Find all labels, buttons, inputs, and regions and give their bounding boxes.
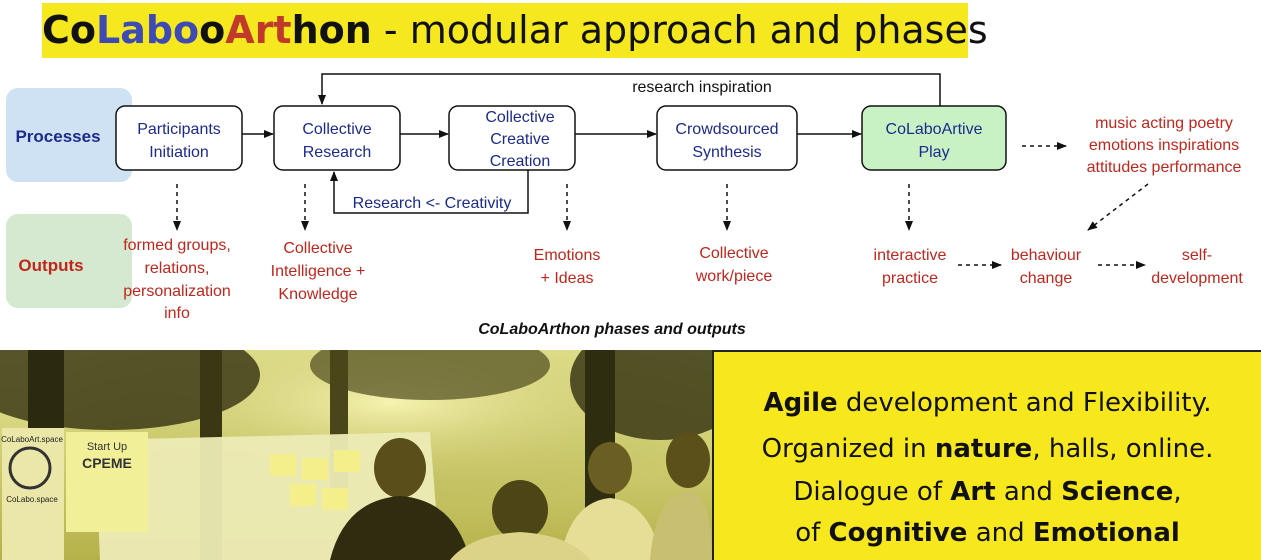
process-box-crowdsourced-synthesis bbox=[656, 105, 798, 171]
panel-agile: Agile bbox=[763, 388, 838, 418]
panel-line-4: of Cognitive and Emotional bbox=[714, 518, 1261, 548]
output-1-line2: relations, bbox=[145, 260, 210, 277]
process-box-colaboartive-play bbox=[861, 105, 1007, 171]
panel-line-1: Agile development and Flexibility. bbox=[714, 388, 1261, 418]
panel-emotional: Emotional bbox=[1032, 518, 1180, 548]
output-3-line2: + Ideas bbox=[541, 270, 594, 287]
panel-cognitive: Cognitive bbox=[828, 518, 968, 548]
output-4-line2: work/piece bbox=[695, 268, 773, 285]
page-title: CoLabooArthon - modular approach and pha… bbox=[42, 3, 988, 58]
sticky-note-2 bbox=[302, 458, 328, 480]
panel-art: Art bbox=[950, 477, 996, 507]
poster-logo-text-bottom: CoLabo.space bbox=[6, 495, 58, 504]
feedback-bottom-label: Research <- Creativity bbox=[353, 195, 512, 212]
workshop-photo: CoLaboArt.space CoLabo.space Start Up СР… bbox=[0, 350, 712, 560]
title-o: o bbox=[199, 8, 226, 52]
output-1-line3: personalization bbox=[123, 283, 231, 300]
poster-startup-line2: СРЕМЕ bbox=[82, 455, 132, 471]
foliage-left bbox=[0, 350, 260, 430]
title-art: Art bbox=[225, 8, 292, 52]
process-label-4a: Crowdsourced bbox=[675, 121, 778, 138]
panel-line-3-pre: Dialogue of bbox=[793, 477, 951, 507]
panel-nature: nature bbox=[934, 434, 1033, 464]
poster-startup bbox=[66, 432, 148, 532]
person-head-3 bbox=[492, 480, 548, 540]
process-label-5a: CoLaboArtive bbox=[886, 121, 983, 138]
panel-line-3-end: , bbox=[1173, 477, 1182, 507]
sticky-note-4 bbox=[290, 484, 316, 506]
poster-startup-line1: Start Up bbox=[87, 441, 127, 453]
chain-2-line1: self- bbox=[1182, 247, 1212, 264]
process-label-5b: Play bbox=[918, 144, 949, 161]
play-output-2: emotions inspirations bbox=[1089, 137, 1239, 154]
feedback-loop-top bbox=[318, 73, 941, 106]
process-label-3c: Creation bbox=[490, 153, 550, 170]
output-2-line2: Intelligence + bbox=[271, 263, 366, 280]
process-label-1a: Participants bbox=[137, 121, 221, 138]
title-subtitle: - modular approach and phases bbox=[371, 8, 988, 52]
phases-diagram: Processes Outputs Participants Initiatio… bbox=[6, 73, 1243, 338]
feedback-loop-bottom bbox=[330, 170, 529, 214]
output-1-line1: formed groups, bbox=[123, 237, 231, 254]
title-hon: hon bbox=[291, 8, 372, 52]
arrow-arts-to-behaviour bbox=[1087, 183, 1149, 231]
panel-line-3: Dialogue of Art and Science, bbox=[714, 477, 1261, 507]
chain-2-line2: development bbox=[1151, 270, 1243, 287]
panel-line-1-text: development and Flexibility. bbox=[837, 388, 1212, 418]
play-output-3: attitudes performance bbox=[1087, 159, 1242, 176]
process-box-collective-creative-creation bbox=[448, 105, 576, 171]
process-box-collective-research bbox=[273, 105, 401, 171]
output-4-line1: Collective bbox=[699, 245, 768, 262]
panel-line-3-mid: and bbox=[995, 477, 1062, 507]
title-labo: Labo bbox=[96, 8, 200, 52]
process-label-3b: Creative bbox=[490, 131, 550, 148]
output-5-line2: practice bbox=[882, 270, 938, 287]
processes-row-label: Processes bbox=[15, 127, 100, 146]
panel-line-4-mid: and bbox=[967, 518, 1033, 548]
process-label-4b: Synthesis bbox=[692, 144, 761, 161]
poster-logo-text-top: CoLaboArt.space bbox=[1, 435, 63, 444]
output-2-line3: Knowledge bbox=[278, 286, 357, 303]
chain-1-line2: change bbox=[1020, 270, 1073, 287]
process-box-participants-initiation bbox=[115, 105, 243, 171]
outputs-row-label: Outputs bbox=[18, 256, 83, 275]
sticky-note-3 bbox=[334, 450, 360, 472]
poster-logo-circle bbox=[8, 446, 52, 490]
person-body-4 bbox=[650, 490, 712, 560]
panel-line-4-pre: of bbox=[795, 518, 829, 548]
person-body-3 bbox=[450, 532, 590, 560]
title-co: Co bbox=[42, 8, 96, 52]
highlights-panel: Agile development and Flexibility. Organ… bbox=[712, 350, 1261, 560]
foliage-mid bbox=[310, 350, 550, 400]
output-1-line4: info bbox=[164, 305, 190, 322]
process-label-3a: Collective bbox=[485, 109, 554, 126]
play-output-1: music acting poetry bbox=[1095, 115, 1233, 132]
output-5-line1: interactive bbox=[874, 247, 947, 264]
person-body-1 bbox=[330, 496, 470, 560]
output-3-line1: Emotions bbox=[534, 247, 601, 264]
person-head-1 bbox=[374, 438, 426, 498]
person-body-2 bbox=[560, 498, 662, 560]
poster-logo bbox=[2, 428, 64, 560]
process-label-1b: Initiation bbox=[149, 144, 209, 161]
panel-line-2-text: , halls, online. bbox=[1032, 434, 1214, 464]
diagram-caption: CoLaboArthon phases and outputs bbox=[478, 321, 746, 338]
panel-science: Science bbox=[1061, 477, 1174, 507]
person-head-4 bbox=[666, 432, 710, 488]
sticky-note-5 bbox=[322, 488, 348, 510]
person-head-2 bbox=[588, 442, 632, 494]
feedback-top-label: research inspiration bbox=[632, 79, 772, 96]
processes-row-label-bg bbox=[6, 88, 132, 182]
outputs-row-label-bg bbox=[6, 214, 132, 308]
panel-line-2-pre: Organized in bbox=[761, 434, 935, 464]
sticky-note-1 bbox=[270, 454, 296, 476]
panel-line-2: Organized in nature, halls, online. bbox=[714, 434, 1261, 464]
output-2-line1: Collective bbox=[283, 240, 352, 257]
process-label-2a: Collective bbox=[302, 121, 371, 138]
process-label-2b: Research bbox=[303, 144, 371, 161]
chain-1-line1: behaviour bbox=[1011, 247, 1082, 264]
